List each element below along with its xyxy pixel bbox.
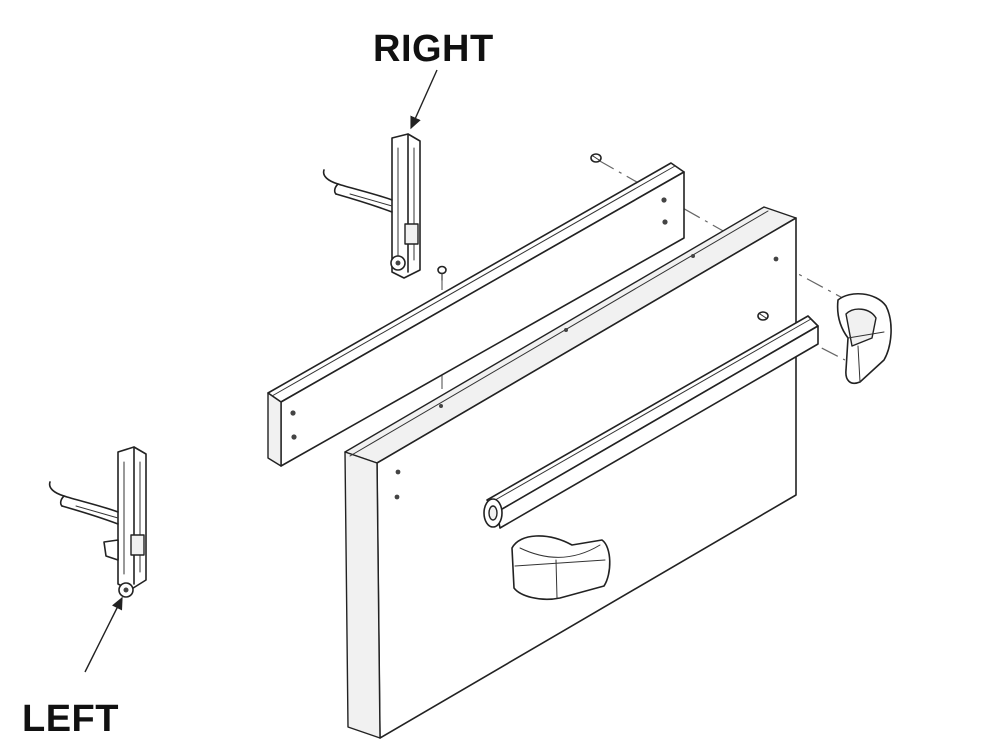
right-leader-arrow	[410, 69, 438, 130]
right-hinge-label: RIGHT	[373, 28, 494, 70]
handle-end-cap-left	[511, 535, 611, 601]
left-leader-arrow	[84, 596, 123, 673]
handle-bar	[483, 315, 819, 529]
handle-end-cap-right	[836, 293, 892, 385]
rear-trim-bracket	[267, 162, 685, 467]
screws	[437, 153, 769, 321]
right-hinge	[322, 133, 421, 279]
left-hinge-label: LEFT	[22, 698, 119, 740]
left-hinge	[48, 446, 147, 598]
